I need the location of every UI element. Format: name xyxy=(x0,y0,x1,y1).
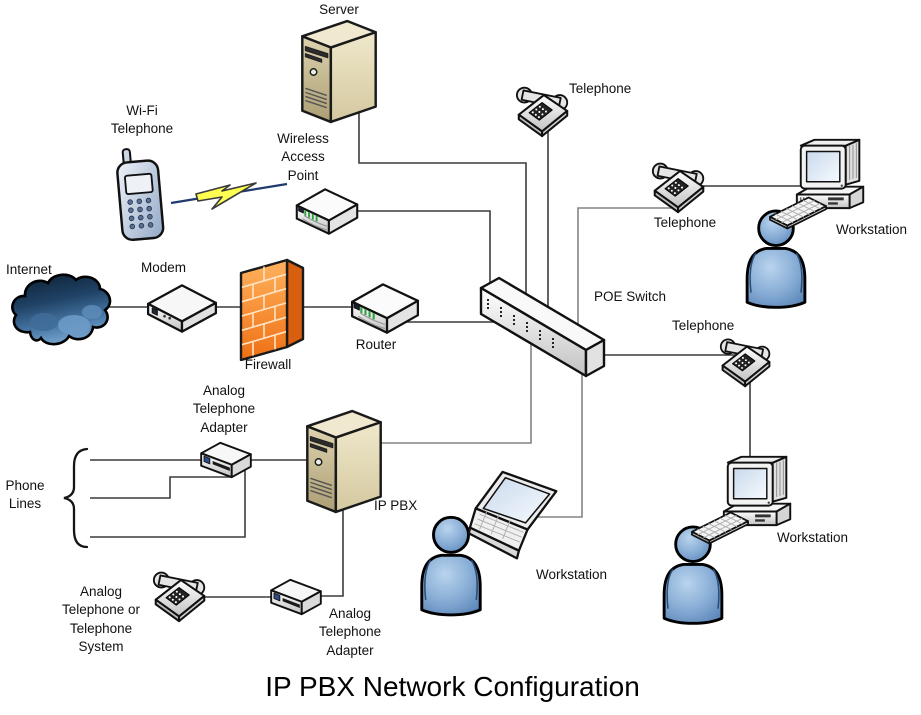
label-modem: Modem xyxy=(141,260,187,275)
telephone-mid-icon xyxy=(651,162,705,214)
server-icon xyxy=(301,19,377,124)
modem-icon xyxy=(146,284,218,333)
ata-top-icon xyxy=(200,441,252,479)
label-ip-pbx: IP PBX xyxy=(374,498,418,513)
label-firewall: Firewall xyxy=(244,357,292,372)
wifi-telephone-icon xyxy=(116,146,166,242)
edge-phoneline-2 xyxy=(90,476,230,499)
label-analog-telephone: Analog Telephone or Telephone System xyxy=(61,584,141,655)
edge-switch-laptop xyxy=(530,370,583,518)
label-telephone-top: Telephone xyxy=(569,81,632,96)
label-workstation-bottom-right: Workstation xyxy=(777,530,849,545)
poe-switch-icon xyxy=(479,276,606,378)
phone-lines-brace xyxy=(63,447,89,549)
firewall-icon xyxy=(239,258,305,361)
label-wireless-access-point: Wireless Access Point xyxy=(277,131,329,183)
wireless-access-point-icon xyxy=(295,188,359,235)
label-ata-bottom: Analog Telephone Adapter xyxy=(318,606,382,658)
network-edges-gray xyxy=(378,207,680,518)
edge-ippbx-ata2 xyxy=(320,508,344,597)
edge-phone2-switch xyxy=(577,207,680,350)
label-phone-lines: Phone Lines xyxy=(5,478,45,512)
label-ata-top: Analog Telephone Adapter xyxy=(192,383,256,435)
label-poe-switch: POE Switch xyxy=(594,289,667,304)
keyboard-bottom-right-icon xyxy=(691,511,749,545)
telephone-top-icon xyxy=(516,86,569,138)
internet-cloud-icon xyxy=(11,273,112,346)
router-icon xyxy=(350,283,420,334)
label-internet: Internet xyxy=(6,262,52,277)
analog-telephone-icon xyxy=(152,571,206,623)
label-workstation-laptop: Workstation xyxy=(536,567,608,582)
ip-pbx-icon xyxy=(306,409,382,514)
label-router: Router xyxy=(355,337,397,352)
telephone-right-icon xyxy=(719,338,771,388)
label-workstation-top-right: Workstation xyxy=(836,222,908,237)
label-server: Server xyxy=(319,2,359,17)
edge-phoneline-3 xyxy=(90,468,246,538)
label-telephone-right: Telephone xyxy=(672,318,735,333)
edge-wap-switch xyxy=(350,210,491,300)
edge-server-switch xyxy=(358,110,527,320)
keyboard-top-right-icon xyxy=(769,196,827,230)
edge-switch-ippbx xyxy=(378,340,532,444)
diagram-title: IP PBX Network Configuration xyxy=(265,671,640,702)
laptop-icon xyxy=(468,470,558,560)
network-edges xyxy=(90,110,806,598)
label-telephone-mid: Telephone xyxy=(653,215,717,230)
label-wifi-telephone: Wi-Fi Telephone xyxy=(110,103,174,137)
